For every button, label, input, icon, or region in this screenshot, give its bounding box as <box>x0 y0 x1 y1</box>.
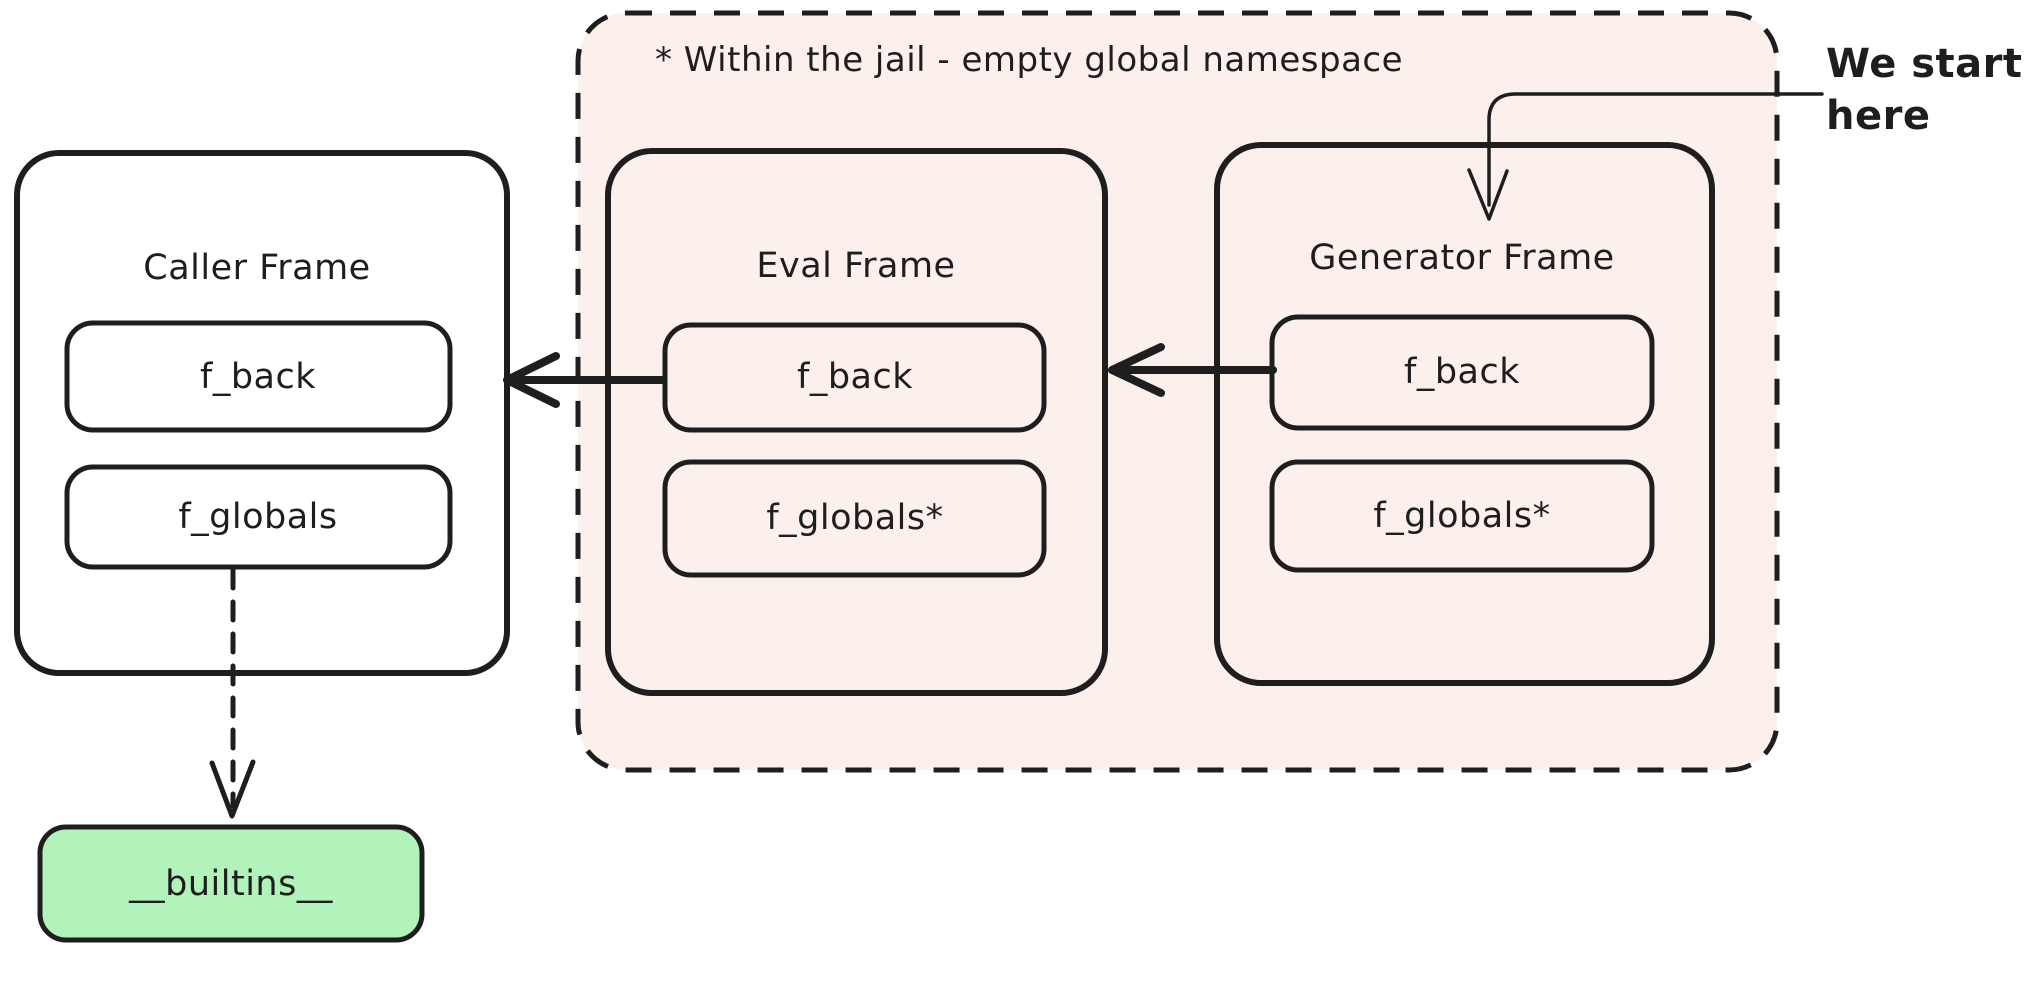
generator-f-globals-box <box>1269 459 1655 573</box>
caller-f-back-box <box>64 320 453 433</box>
arrow-we-start-here <box>1467 92 1824 221</box>
we-start-here-annotation: We start here <box>1826 41 2023 139</box>
eval-f-globals-label: f_globals* <box>766 498 943 538</box>
caller-frame-box <box>14 150 510 676</box>
arrow-eval-fback-to-caller <box>503 352 667 408</box>
caller-f-globals-box <box>64 464 453 570</box>
caller-frame-title: Caller Frame <box>143 248 370 288</box>
arrow-fglobals-to-builtins <box>209 567 256 819</box>
eval-f-back-label: f_back <box>797 357 913 397</box>
eval-frame-title: Eval Frame <box>756 246 955 286</box>
eval-frame-box <box>605 148 1108 696</box>
caller-f-globals-label: f_globals <box>178 497 337 537</box>
generator-f-back-label: f_back <box>1404 352 1520 392</box>
jail-container <box>575 10 1780 773</box>
generator-frame-title: Generator Frame <box>1309 238 1614 278</box>
caller-f-back-label: f_back <box>200 357 316 397</box>
generator-frame-box <box>1214 142 1715 686</box>
builtins-label: __builtins__ <box>128 864 333 904</box>
eval-f-globals-box <box>662 459 1047 578</box>
builtins-box <box>37 824 425 943</box>
annotation-line-2: here <box>1826 93 1930 139</box>
generator-f-globals-label: f_globals* <box>1373 496 1550 536</box>
annotation-line-1: We start <box>1826 41 2023 87</box>
arrow-generator-fback-to-eval <box>1108 343 1277 397</box>
jail-title: * Within the jail - empty global namespa… <box>655 40 1403 80</box>
